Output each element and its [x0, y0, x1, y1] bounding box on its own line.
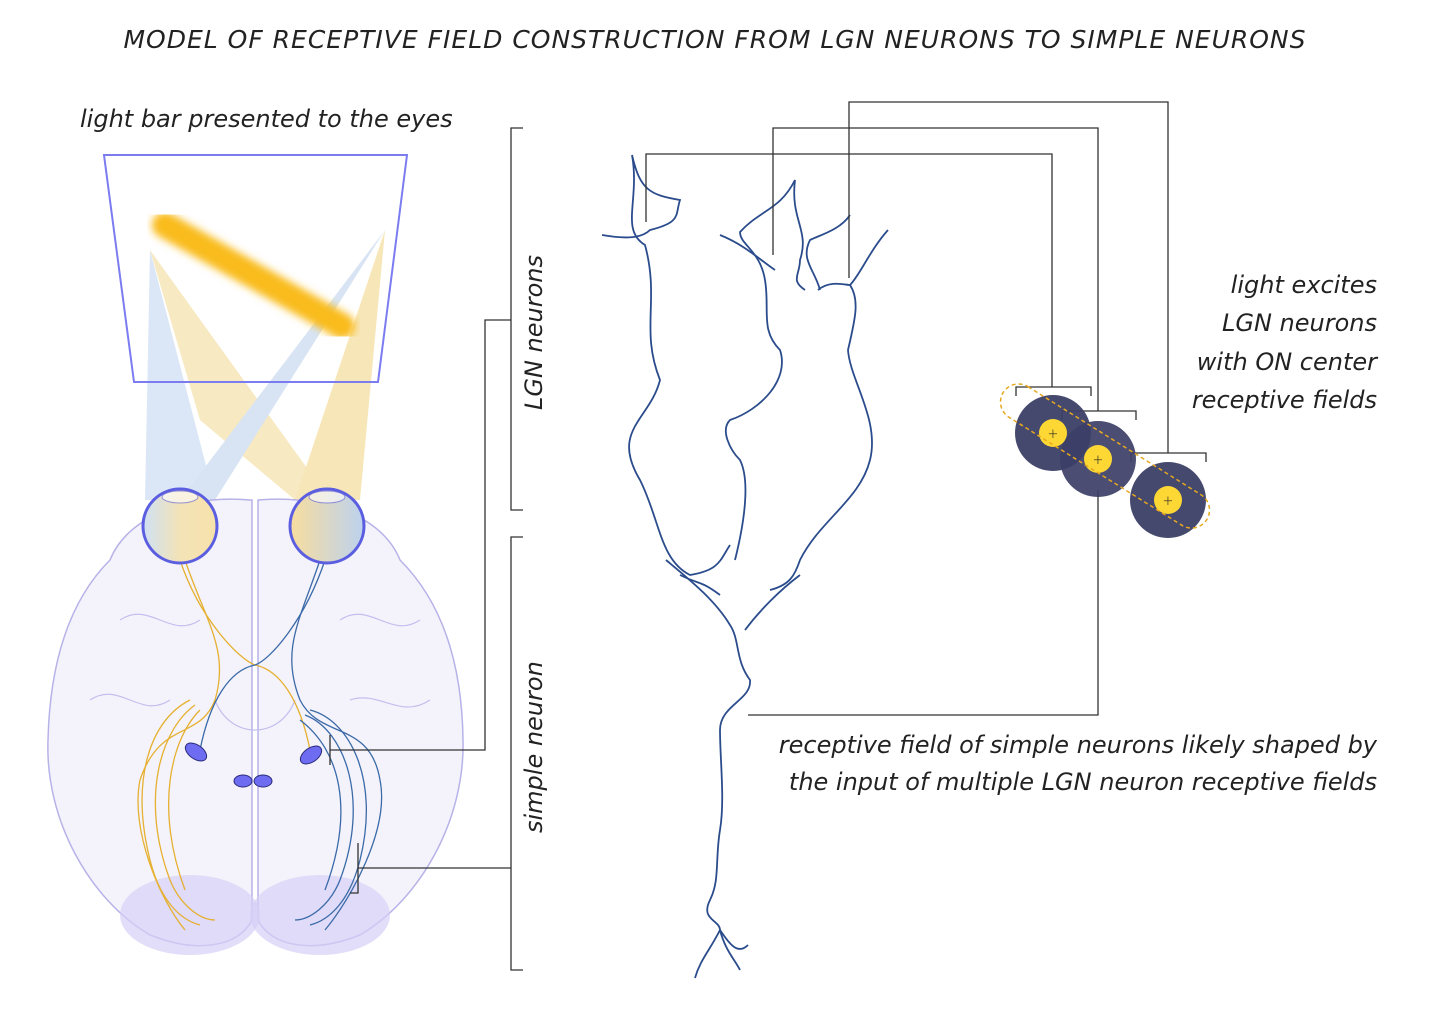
left-optic-tract	[137, 559, 311, 931]
excite-note: light excites LGN neurons with ON center…	[1192, 271, 1379, 414]
light-cones	[145, 230, 385, 500]
right-optic-tract	[199, 559, 383, 931]
receptive-field: +	[1060, 421, 1136, 497]
stimulus-label: light bar presented to the eyes	[80, 105, 453, 133]
on-center-sign: +	[1048, 427, 1059, 442]
connector-brackets	[329, 127, 523, 971]
svg-text:with ON center: with ON center	[1197, 348, 1379, 376]
receptive-field: +	[1130, 462, 1206, 538]
right-eye	[288, 487, 366, 565]
svg-text:the input of multiple LGN neur: the input of multiple LGN neuron recepti…	[789, 768, 1377, 796]
on-center-sign: +	[1163, 494, 1174, 509]
svg-text:LGN neurons: LGN neurons	[1222, 309, 1377, 337]
diagram-title: MODEL OF RECEPTIVE FIELD CONSTRUCTION FR…	[123, 25, 1306, 54]
simple-neuron-cell	[665, 559, 801, 979]
simple-neuron-label: simple neuron	[520, 661, 548, 833]
visual-field-frame	[102, 154, 409, 383]
simple-cell-receptive-field-outline	[999, 383, 1211, 529]
lgn-neurons-label: LGN neurons	[520, 255, 548, 410]
svg-text:receptive field of simple neur: receptive field of simple neurons likely…	[779, 731, 1378, 759]
lgn-neuron-cells	[601, 154, 889, 591]
rf-note: receptive field of simple neurons likely…	[779, 731, 1378, 796]
lgn-to-rf-connectors	[645, 101, 1207, 716]
light-bar	[152, 212, 355, 339]
on-center-sign: +	[1093, 453, 1104, 468]
left-eye	[141, 487, 219, 565]
lgn-nuclei	[184, 742, 323, 788]
lgn-receptive-fields: + + +	[999, 383, 1211, 538]
svg-text:receptive fields: receptive fields	[1192, 386, 1377, 414]
brain	[47, 498, 464, 955]
svg-text:light excites: light excites	[1231, 271, 1377, 299]
